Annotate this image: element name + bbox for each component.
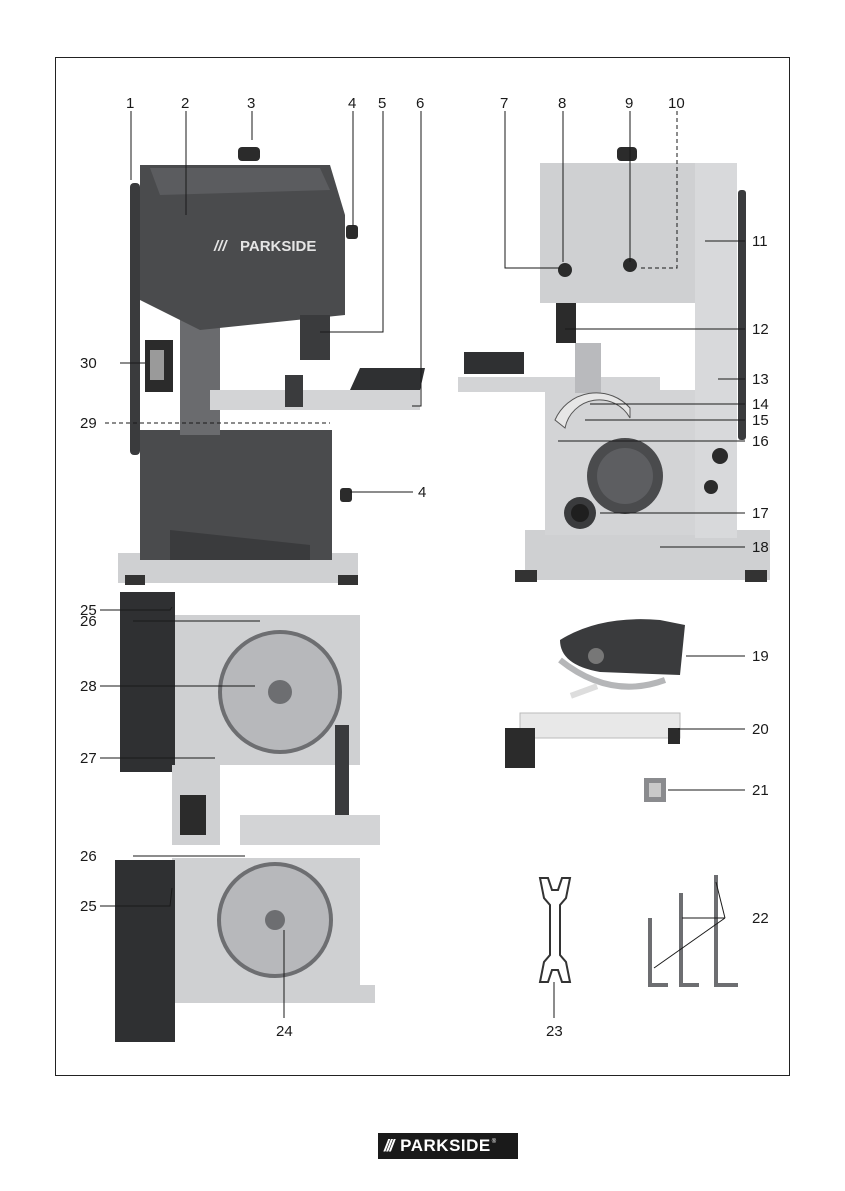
callout-24: 24	[276, 1023, 293, 1040]
door-lock-knob-upper	[346, 225, 358, 239]
callout-7: 7	[500, 95, 508, 112]
parkside-footer-logo: /// PARKSIDE ®	[378, 1133, 518, 1159]
callout-5: 5	[378, 95, 386, 112]
callout-3: 3	[247, 95, 255, 112]
front-foot-right	[338, 575, 358, 585]
callout-28: 28	[80, 678, 97, 695]
logo-registered-mark: ®	[492, 1139, 496, 1145]
callout-22: 22	[752, 910, 769, 927]
callout-11: 11	[752, 233, 768, 250]
front-saw-table	[210, 390, 420, 410]
side-saw-table	[458, 377, 660, 392]
side-blade-guide	[556, 303, 576, 343]
lower-door-open	[115, 860, 175, 1042]
open-view	[115, 592, 380, 1042]
hex-key-large	[716, 875, 738, 985]
hex-key-small	[650, 918, 668, 985]
callout-8: 8	[558, 95, 566, 112]
callout-26-lower: 26	[80, 848, 97, 865]
callout-19: 19	[752, 648, 769, 665]
callout-25-lower: 25	[80, 898, 97, 915]
front-foot-left	[125, 575, 145, 585]
callout-2: 2	[181, 95, 189, 112]
open-saw-table	[240, 815, 380, 845]
callout-16: 16	[752, 433, 769, 450]
callout-15: 15	[752, 412, 769, 429]
callout-14: 14	[752, 396, 769, 413]
callout-30: 30	[80, 355, 97, 372]
callout-1: 1	[126, 95, 134, 112]
callout-27: 27	[80, 750, 97, 767]
blade-guide-front	[300, 315, 330, 360]
callout-13: 13	[752, 371, 769, 388]
callout-23: 23	[546, 1023, 563, 1040]
callout-17: 17	[752, 505, 769, 522]
callout-26-upper: 26	[80, 613, 97, 630]
upper-door-open	[120, 592, 175, 772]
callout-4-lower: 4	[418, 484, 426, 501]
hex-key-medium	[681, 893, 699, 985]
mitre-gauge	[560, 619, 685, 675]
callout-21: 21	[752, 782, 769, 799]
front-table-insert	[350, 368, 425, 390]
svg-text:PARKSIDE: PARKSIDE	[240, 238, 316, 255]
logo-slashes: ///	[384, 1136, 392, 1156]
callout-10: 10	[668, 95, 685, 112]
callout-20: 20	[752, 721, 769, 738]
callout-12: 12	[752, 321, 769, 338]
open-end-wrench	[540, 878, 570, 982]
front-side-strip	[130, 183, 140, 455]
front-view: /// PARKSIDE	[118, 147, 425, 585]
side-back-column	[695, 163, 737, 538]
blade-tension-knob	[238, 147, 260, 161]
parallel-stop	[520, 713, 680, 738]
callout-4-upper: 4	[348, 95, 356, 112]
svg-text:///: ///	[213, 238, 228, 255]
callout-18: 18	[752, 539, 769, 556]
logo-brand-name: PARKSIDE	[400, 1136, 491, 1156]
callout-9: 9	[625, 95, 633, 112]
front-column	[180, 320, 220, 435]
accessories	[505, 619, 738, 985]
door-lock-knob-lower	[340, 488, 352, 502]
callout-6: 6	[416, 95, 424, 112]
callout-29: 29	[80, 415, 97, 432]
